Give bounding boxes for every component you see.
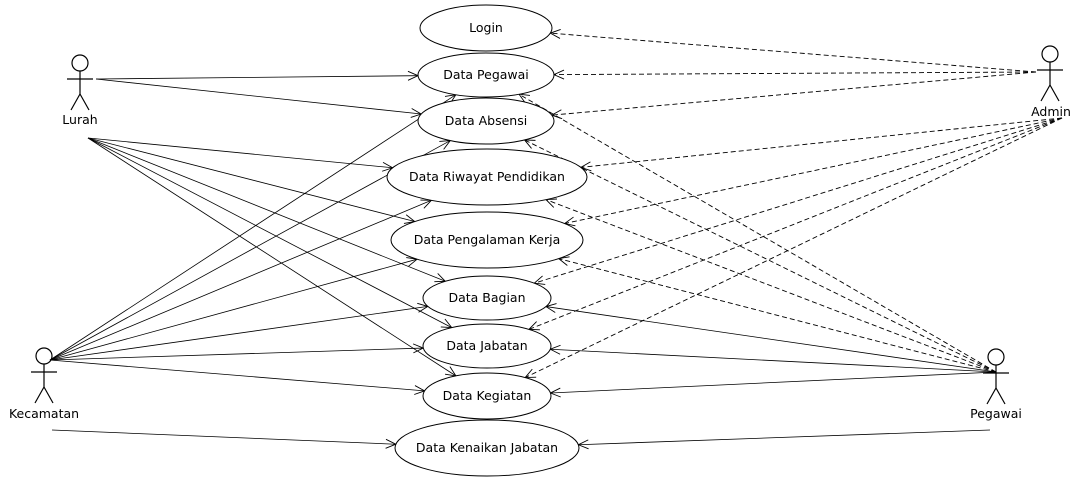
use-case-login[interactable]: Login — [419, 4, 553, 52]
dependency-line — [545, 199, 997, 373]
association-line — [51, 429, 396, 445]
use-case-data-pegawai[interactable]: Data Pegawai — [417, 52, 555, 98]
actor-kecamatan[interactable]: Kecamatan — [9, 347, 79, 421]
association-line — [49, 94, 457, 361]
association-line — [545, 306, 997, 373]
use-case-data-pengalaman-kerja[interactable]: Data Pengalaman Kerja — [390, 211, 584, 269]
association-line — [95, 75, 419, 80]
association-line — [49, 359, 425, 392]
use-case-data-kegiatan[interactable]: Data Kegiatan — [422, 372, 552, 420]
dependency-line — [550, 32, 1037, 73]
use-case-data-jabatan[interactable]: Data Jabatan — [422, 323, 552, 369]
use-case-data-pegawai-label: Data Pegawai — [443, 67, 529, 82]
dependency-arrowhead — [533, 275, 546, 285]
use-case-data-absensi[interactable]: Data Absensi — [417, 97, 555, 145]
association-line — [87, 137, 415, 222]
stick-figure-icon — [31, 347, 57, 404]
use-case-login-label: Login — [469, 20, 503, 35]
association-line — [578, 429, 991, 446]
actor-pegawai-label: Pegawai — [970, 406, 1022, 421]
stick-figure-icon — [983, 348, 1009, 405]
actor-lurah-label: Lurah — [62, 112, 97, 127]
use-case-data-kenaikan-jabatan[interactable]: Data Kenaikan Jabatan — [394, 419, 580, 477]
association-line — [550, 348, 997, 373]
dependency-line — [564, 117, 1063, 224]
association-line — [95, 78, 422, 115]
use-case-data-pengalaman-kerja-label: Data Pengalaman Kerja — [414, 232, 561, 247]
dependency-line — [553, 71, 1037, 76]
use-case-data-riwayat-pendidikan[interactable]: Data Riwayat Pendidikan — [386, 148, 588, 206]
stick-figure-icon — [1037, 45, 1063, 102]
use-case-data-kegiatan-label: Data Kegiatan — [443, 388, 532, 403]
association-line — [87, 137, 446, 282]
stick-figure-icon — [67, 54, 93, 111]
dependency-line — [524, 139, 997, 373]
association-line — [87, 137, 393, 169]
dependency-line — [518, 93, 997, 373]
association-line — [49, 199, 432, 361]
actor-admin-label: Admin — [1031, 104, 1071, 119]
dependency-line — [580, 117, 1063, 168]
connector-layer — [49, 29, 1063, 450]
dependency-line — [558, 258, 997, 373]
actor-lurah[interactable]: Lurah — [62, 54, 98, 127]
use-case-data-jabatan-label: Data Jabatan — [446, 338, 527, 353]
dependency-line — [534, 117, 1063, 284]
use-case-data-riwayat-pendidikan-label: Data Riwayat Pendidikan — [409, 169, 565, 184]
association-line — [550, 371, 997, 394]
association-line — [49, 347, 424, 361]
dependency-line — [528, 117, 1063, 330]
use-case-data-bagian-label: Data Bagian — [448, 290, 525, 305]
association-line — [87, 137, 452, 328]
actor-admin[interactable]: Admin — [1031, 45, 1071, 119]
actor-kecamatan-label: Kecamatan — [9, 406, 79, 421]
association-line — [87, 137, 457, 377]
use-case-data-absensi-label: Data Absensi — [445, 113, 527, 128]
use-case-data-kenaikan-jabatan-label: Data Kenaikan Jabatan — [416, 440, 558, 455]
actor-pegawai[interactable]: Pegawai — [970, 348, 1022, 421]
dependency-line — [524, 117, 1063, 378]
use-case-data-bagian[interactable]: Data Bagian — [422, 275, 552, 321]
dependency-line — [551, 71, 1037, 116]
association-line — [49, 258, 418, 361]
association-line — [49, 305, 428, 361]
association-line — [49, 140, 451, 361]
